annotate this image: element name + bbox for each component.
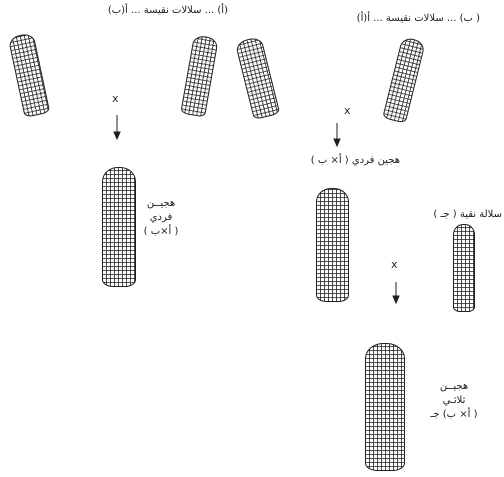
single-hybrid-left-line3: ( أ×ب ) — [141, 225, 181, 239]
corn-ear-single-hybrid-right — [316, 188, 349, 302]
triple-hybrid-line1: هجيــن — [416, 380, 492, 394]
single-hybrid-label-right: هجين فردي ( أ× ب ) — [268, 155, 400, 167]
triple-hybrid-line2: ثلاثـي — [416, 394, 492, 408]
corn-ear-single-hybrid-left — [102, 167, 136, 287]
triple-hybrid-line3: ( أ× ب) جـ — [416, 408, 492, 422]
single-hybrid-left-line1: هجيــن — [141, 197, 181, 211]
triple-hybrid-label: هجيــن ثلاثـي ( أ× ب) جـ — [416, 380, 492, 422]
corn-ear-triple-hybrid — [365, 343, 405, 471]
corn-ear-pure-line-c — [453, 224, 475, 312]
single-hybrid-left-line2: فردي — [141, 211, 181, 225]
pure-line-c-label: سلالة نقية ( جـ ) — [412, 209, 502, 221]
single-hybrid-label-left: هجيــن فردي ( أ×ب ) — [141, 197, 181, 239]
